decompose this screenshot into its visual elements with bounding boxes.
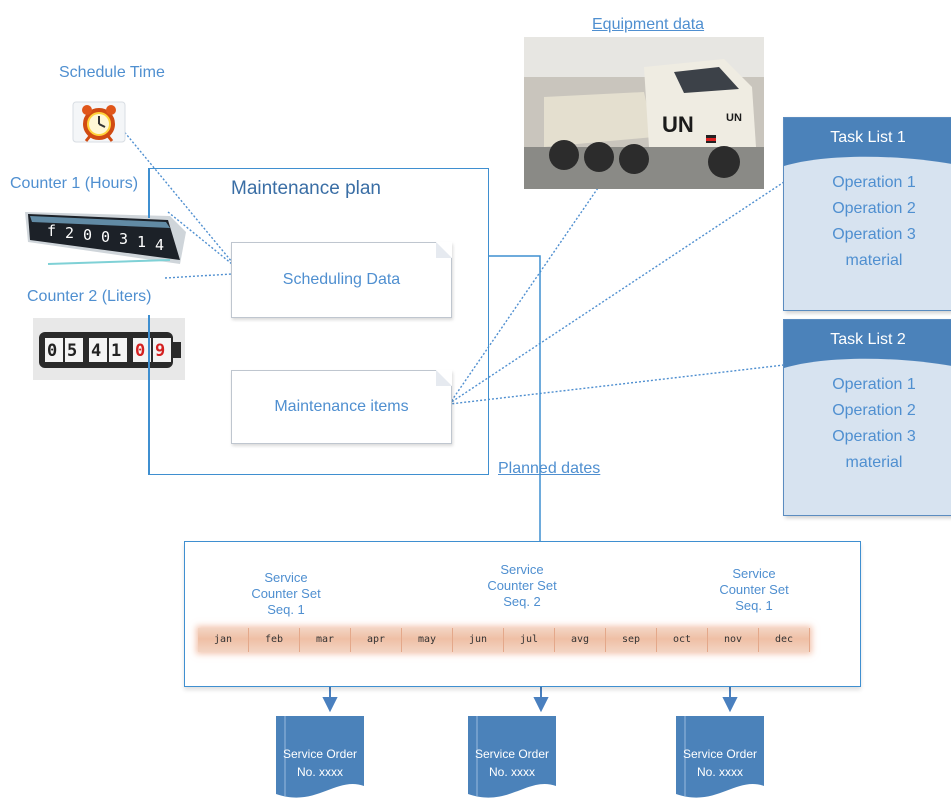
- wave-divider: [784, 358, 951, 380]
- alarm-clock-icon: [72, 101, 126, 143]
- counter2-digit: 0: [47, 341, 57, 361]
- sequence-line: Counter Set: [251, 586, 321, 601]
- counter1-digit: 4: [155, 236, 164, 254]
- task-list-2[interactable]: Task List 2 Operation 1 Operation 2 Oper…: [783, 319, 951, 516]
- document-icon: [468, 716, 556, 798]
- month-cell[interactable]: feb: [249, 628, 300, 652]
- sequence-label-1: Service Counter Set Seq. 1: [236, 570, 336, 618]
- counter2-label: Counter 2 (Liters): [27, 288, 152, 305]
- sequence-line: Counter Set: [487, 578, 557, 593]
- connector-task-list-1: [449, 181, 785, 404]
- month-cell[interactable]: may: [402, 628, 453, 652]
- operation-item: material: [845, 252, 903, 269]
- month-cell[interactable]: avg: [555, 628, 606, 652]
- month-cell[interactable]: jan: [198, 628, 249, 652]
- plan-frame-left-edge: [148, 168, 150, 218]
- operation-item: Operation 3: [832, 428, 916, 445]
- month-cell[interactable]: dec: [759, 628, 810, 652]
- sequence-line: Service: [264, 570, 308, 585]
- connector-task-list-2: [449, 364, 785, 405]
- counter2-digit: 5: [67, 341, 77, 361]
- operation-item: material: [845, 454, 903, 471]
- maintenance-items-label: Maintenance items: [274, 398, 409, 415]
- counter1-digit: 2: [65, 224, 74, 242]
- un-truck-image: UN UN: [524, 37, 764, 189]
- month-cell[interactable]: jun: [453, 628, 504, 652]
- counter2-digit: 9: [155, 341, 165, 361]
- service-order-number: No. xxxx: [296, 765, 343, 779]
- plan-frame-left-edge: [148, 315, 150, 475]
- connector-equipment: [449, 184, 601, 404]
- counter2-digit: 1: [111, 341, 121, 361]
- operation-item: Operation 3: [832, 226, 916, 243]
- counter1-label: Counter 1 (Hours): [10, 175, 139, 192]
- service-order-2[interactable]: Service Order No. xxxx: [468, 716, 556, 804]
- task-list-operations: Operation 1 Operation 2 Operation 3 mate…: [784, 166, 951, 274]
- sequence-line: Counter Set: [719, 582, 789, 597]
- maintenance-plan-title: Maintenance plan: [231, 178, 381, 199]
- month-cell[interactable]: sep: [606, 628, 657, 652]
- sequence-line: Seq. 1: [267, 602, 305, 617]
- sequence-line: Seq. 1: [735, 598, 773, 613]
- counter2-digit: 0: [135, 341, 145, 361]
- connector-counter2: [164, 273, 233, 279]
- wave-divider: [784, 156, 951, 178]
- maintenance-plan-frame: [148, 168, 489, 475]
- equipment-data-label[interactable]: Equipment data: [592, 16, 705, 33]
- page-fold-icon: [436, 242, 452, 258]
- service-order-number: No. xxxx: [696, 765, 743, 779]
- counter1-digit: 1: [137, 233, 146, 251]
- connector-plan-to-timeline: [489, 255, 541, 541]
- document-icon: [676, 716, 764, 798]
- service-order-title: Service Order: [474, 747, 550, 761]
- sequence-line: Service: [732, 566, 776, 581]
- document-icon: [276, 716, 364, 798]
- counter1-digit: 0: [101, 228, 110, 246]
- month-cell[interactable]: oct: [657, 628, 708, 652]
- scheduling-data-label: Scheduling Data: [282, 271, 401, 288]
- service-order-title: Service Order: [282, 747, 358, 761]
- schedule-time-label: Schedule Time: [59, 64, 165, 81]
- connector-schedule-time: [111, 116, 233, 263]
- counter1-digit: 3: [119, 230, 128, 248]
- planned-dates-label[interactable]: Planned dates: [498, 460, 601, 477]
- counter1-digit: 0: [83, 226, 92, 244]
- service-order-1[interactable]: Service Order No. xxxx: [276, 716, 364, 804]
- service-order-3[interactable]: Service Order No. xxxx: [676, 716, 764, 804]
- sequence-label-2: Service Counter Set Seq. 2: [462, 562, 582, 610]
- liters-counter-image: 0 5 4 1 0 9: [33, 318, 185, 380]
- service-order-number: No. xxxx: [488, 765, 535, 779]
- month-cell[interactable]: apr: [351, 628, 402, 652]
- operation-item: Operation 1: [832, 174, 916, 191]
- hours-counter-image: f 2 0 0 3 1 4: [25, 212, 186, 265]
- connector-counter1: [167, 211, 233, 265]
- counter1-digit: f: [47, 222, 56, 240]
- service-order-title: Service Order: [682, 747, 758, 761]
- timeline-frame: [184, 541, 861, 687]
- operation-item: Operation 2: [832, 402, 916, 419]
- sequence-label-3: Service Counter Set Seq. 1: [704, 566, 804, 614]
- month-cell[interactable]: nov: [708, 628, 759, 652]
- operation-item: Operation 1: [832, 376, 916, 393]
- operation-item: Operation 2: [832, 200, 916, 217]
- maintenance-items-box[interactable]: Maintenance items: [231, 370, 452, 444]
- month-band: jan feb mar apr may jun jul avg sep oct …: [198, 628, 810, 652]
- truck-marking: UN: [726, 112, 742, 124]
- sequence-line: Seq. 2: [503, 594, 541, 609]
- month-cell[interactable]: mar: [300, 628, 351, 652]
- month-cell[interactable]: jul: [504, 628, 555, 652]
- sequence-line: Service: [500, 562, 544, 577]
- counter2-digit: 4: [91, 341, 101, 361]
- task-list-operations: Operation 1 Operation 2 Operation 3 mate…: [784, 368, 951, 476]
- scheduling-data-box[interactable]: Scheduling Data: [231, 242, 452, 318]
- task-list-1[interactable]: Task List 1 Operation 1 Operation 2 Oper…: [783, 117, 951, 311]
- page-fold-icon: [436, 370, 452, 386]
- truck-marking: UN: [662, 112, 694, 137]
